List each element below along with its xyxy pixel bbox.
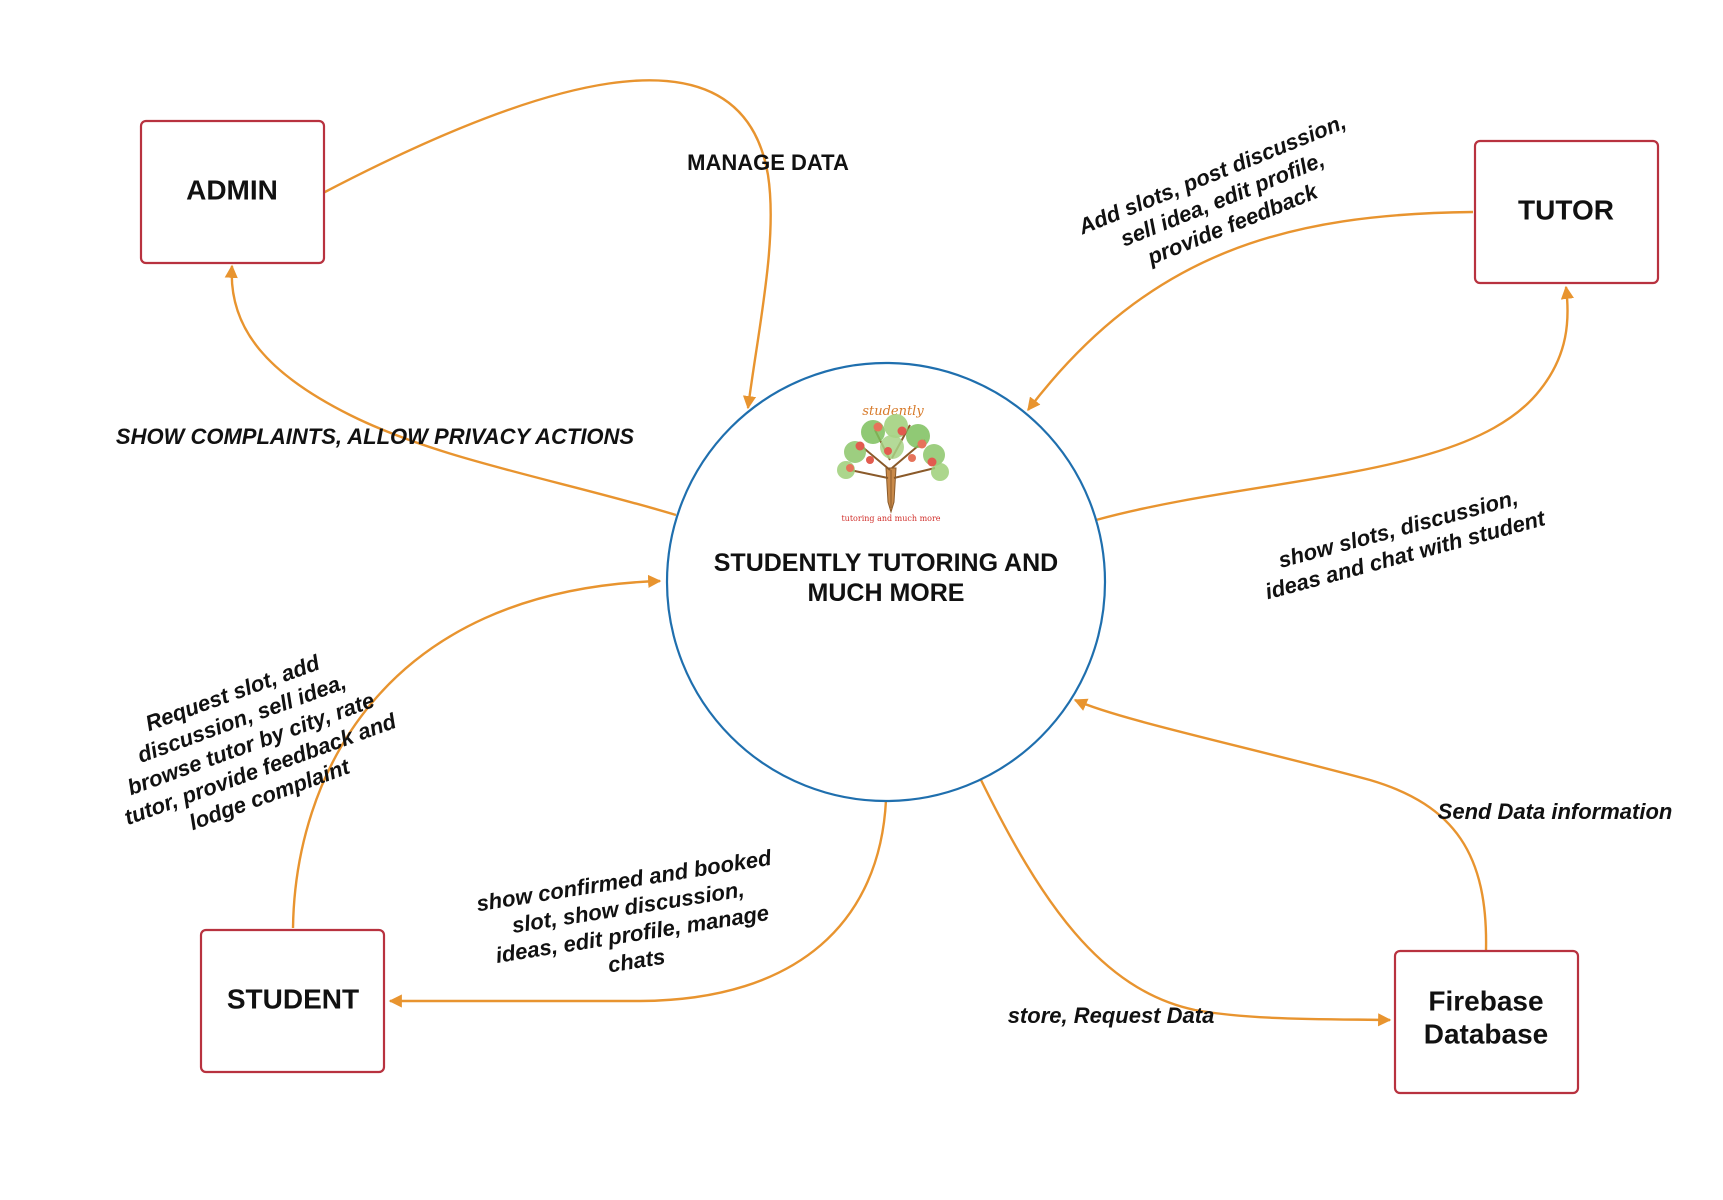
- flow-system-to-admin: [224, 264, 677, 517]
- flow-admin-to-system: [322, 79, 772, 410]
- entity-database-label-line1: Firebase: [1428, 985, 1543, 1016]
- label-student-views: show confirmed and booked slot, show dis…: [475, 845, 774, 978]
- label-store-request: store, Request Data: [1008, 1003, 1215, 1028]
- label-student-actions: Request slot, add discussion, sell idea,…: [121, 650, 400, 835]
- flow-system-to-tutor: [1095, 285, 1574, 522]
- process-title-line2: MUCH MORE: [808, 579, 965, 607]
- entity-student: STUDENT: [199, 928, 386, 1074]
- entity-database-label-line2: Database: [1424, 1018, 1549, 1049]
- apple-tree-pencil-icon: studently tutoring and muc: [837, 404, 949, 523]
- flow-database-to-system: [1073, 698, 1488, 951]
- logo-tagline: tutoring and much more: [841, 514, 940, 523]
- flow-student-to-system: [291, 574, 662, 929]
- entity-firebase-database: Firebase Database: [1393, 949, 1580, 1095]
- flow-label-line: MANAGE DATA: [687, 150, 849, 175]
- flow-system-to-student: [388, 799, 888, 1008]
- label-tutor-views: show slots, discussion, ideas and chat w…: [1262, 485, 1549, 605]
- entity-admin-label: ADMIN: [186, 174, 278, 205]
- flow-label-line: SHOW COMPLAINTS, ALLOW PRIVACY ACTIONS: [116, 424, 635, 449]
- flow-system-to-database: [979, 779, 1392, 1027]
- label-send-data: Send Data information: [1438, 799, 1673, 824]
- label-show-complaints: SHOW COMPLAINTS, ALLOW PRIVACY ACTIONS: [116, 424, 635, 449]
- entity-tutor-label: TUTOR: [1518, 194, 1614, 225]
- flow-label-line: store, Request Data: [1008, 1003, 1215, 1028]
- label-tutor-actions: Add slots, post discussion, sell idea, e…: [1074, 109, 1350, 270]
- entity-student-label: STUDENT: [227, 983, 359, 1014]
- process-circle: [665, 361, 1107, 803]
- entity-admin: ADMIN: [139, 119, 326, 265]
- entity-tutor: TUTOR: [1473, 139, 1660, 285]
- process-title-line1: STUDENTLY TUTORING AND: [714, 549, 1058, 577]
- logo-title: studently: [862, 404, 924, 419]
- process-studently: studently tutoring and muc: [665, 361, 1107, 803]
- label-manage-data: MANAGE DATA: [687, 150, 849, 175]
- flow-label-line: Send Data information: [1438, 799, 1673, 824]
- flow-tutor-to-system: [1027, 210, 1474, 412]
